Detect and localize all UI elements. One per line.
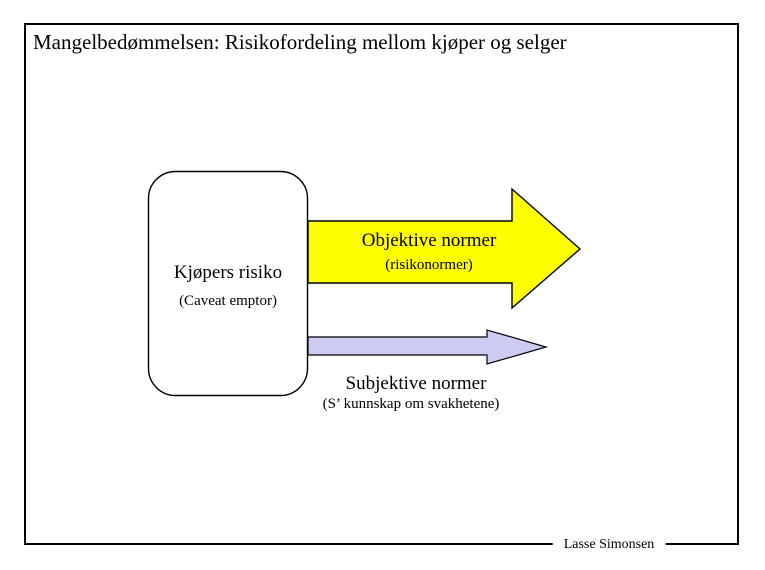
slide-border-frame (24, 23, 739, 545)
buyer-risk-label: Kjøpers risiko (173, 262, 283, 283)
author-name: Lasse Simonsen (552, 536, 666, 553)
buyer-risk-sublabel: (Caveat emptor) (179, 293, 277, 309)
subjective-norms-sublabel: (S’ kunnskap om svakhetene) (322, 396, 500, 412)
subjective-norms-right-arrow-shape (307, 329, 549, 365)
slide-title: Mangelbedømmelsen: Risikofordeling mello… (33, 30, 567, 54)
objective-norms-sublabel: (risikonormer) (385, 257, 473, 273)
objective-norms-label: Objektive normer (361, 230, 497, 251)
subjective-norms-label: Subjektive normer (345, 373, 487, 394)
buyer-risk-box-shape (147, 170, 309, 397)
objective-norms-right-arrow-shape (307, 187, 582, 310)
